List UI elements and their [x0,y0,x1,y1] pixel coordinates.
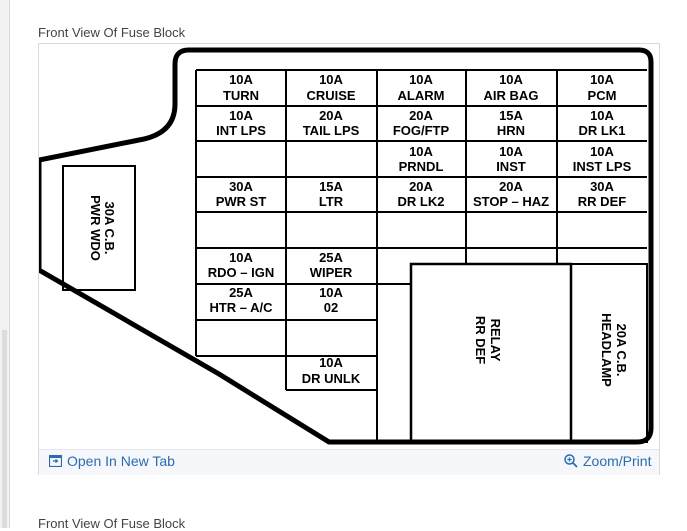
zoom-print-link[interactable]: Zoom/Print [564,453,651,469]
fuse-amp: 25A [229,285,253,300]
fuse-amp: 10A [590,72,614,87]
fuse-name: CRUISE [306,88,355,103]
fuse-amp: 20A [409,108,433,123]
open-in-new-tab-link[interactable]: Open In New Tab [49,453,175,469]
fuse-amp: 20A [319,108,343,123]
fuse-name: AIR BAG [484,88,539,103]
fuse-name: WIPER [310,265,353,280]
fuse-name: RDO – IGN [208,265,274,280]
open-in-new-tab-label: Open In New Tab [67,453,175,469]
fuse-amp: 30A [229,179,253,194]
fuse-amp: 15A [499,108,523,123]
fuse-name: RR DEF [578,194,626,209]
fuse-name: 02 [324,300,338,315]
fuse-name: STOP – HAZ [473,194,549,209]
fuse-name: INST [496,159,526,174]
relay-label-2: RR DEF [473,316,488,364]
fuse-amp: 10A [319,72,343,87]
fuse-name: HRN [497,123,525,138]
headlamp-label-1: 20A C.B. [614,324,629,377]
fuse-amp: 10A [499,72,523,87]
next-figure-caption: Front View Of Fuse Block [38,516,186,531]
fuse-labels: 10A TURN 10A CRUISE 10A ALARM 10A AIR BA… [208,72,632,386]
fuse-name: DR UNLK [302,371,361,386]
fuse-amp: 20A [499,179,523,194]
headlamp-label-2: HEADLAMP [599,313,614,387]
fuse-amp: 10A [229,108,253,123]
fuse-name: PCM [588,88,617,103]
fuse-amp: 25A [319,250,343,265]
fuse-amp: 10A [590,144,614,159]
fuse-name: TURN [223,88,259,103]
fuse-name: ALARM [398,88,445,103]
fuse-name: LTR [319,194,344,209]
left-scroll-rail [0,0,10,528]
fuse-name: INST LPS [573,159,632,174]
fuse-amp: 10A [409,144,433,159]
fuse-amp: 10A [319,355,343,370]
fuse-name: INT LPS [216,123,266,138]
pwr-wdo-label-2: PWR WDO [88,195,103,261]
fuse-block-diagram: 30A C.B. PWR WDO RELAY RR DEF 20A C.B. H… [39,47,654,445]
fuse-block-outline [39,47,654,445]
fuse-amp: 20A [409,179,433,194]
fuse-name: PRNDL [399,159,444,174]
pwr-wdo-label-1: 30A C.B. [102,202,117,255]
fuse-amp: 10A [409,72,433,87]
fuse-amp: 10A [229,72,253,87]
new-tab-icon [49,455,62,467]
fuse-name: DR LK2 [398,194,445,209]
fuse-amp: 15A [319,179,343,194]
fuse-grid [195,69,647,442]
figure-caption: Front View Of Fuse Block [38,25,186,40]
fuse-name: TAIL LPS [303,123,360,138]
pwr-wdo-breaker [62,165,136,291]
zoom-print-label: Zoom/Print [583,453,652,469]
headlamp-breaker-box [570,263,648,443]
figure-footer [39,449,659,475]
fuse-name: PWR ST [216,194,267,209]
relay-label-1: RELAY [488,319,503,362]
fuse-amp: 10A [499,144,523,159]
fuse-amp: 10A [590,108,614,123]
fuse-name: FOG/FTP [393,123,450,138]
fuse-amp: 10A [319,285,343,300]
zoom-icon [564,454,578,468]
fuse-name: HTR – A/C [209,300,273,315]
fuse-amp: 30A [590,179,614,194]
fuse-name: DR LK1 [579,123,626,138]
fuse-amp: 10A [229,250,253,265]
